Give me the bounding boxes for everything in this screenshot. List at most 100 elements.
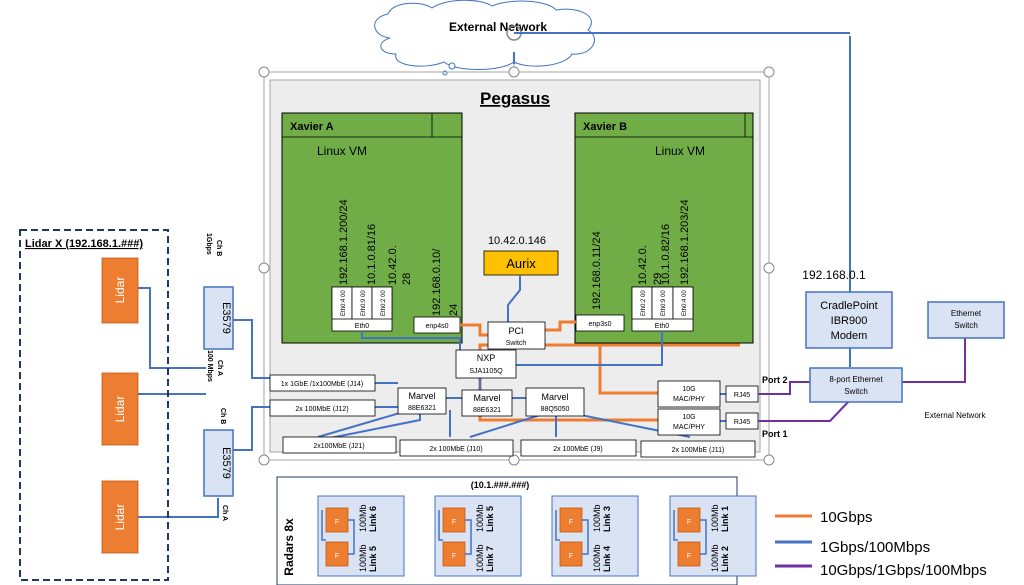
marvel-1-box	[397, 387, 447, 415]
radar-top-speed: 100Mb	[358, 504, 368, 532]
radar-link	[700, 519, 707, 555]
xavier-b-nic: enp3s0	[589, 321, 612, 328]
converter-1	[203, 286, 234, 350]
xavier-a-eth-port-1: Eth0:4 00	[341, 290, 347, 316]
radar-top-speed: 100Mb	[710, 504, 720, 532]
xavier-a-ip-3b: 28	[401, 273, 413, 285]
ethernet-switch-box	[927, 301, 1005, 339]
port-j21: 2x100MbE (J21)	[313, 443, 364, 450]
links-1gbps-100mbps	[138, 32, 851, 518]
xavier-a-ip-3a: 10.42.0.	[387, 245, 399, 285]
aurix-box	[483, 250, 559, 276]
radar-link	[321, 510, 326, 541]
lidar-ch-a-1: Ch A	[216, 360, 223, 376]
marvel-3-sublabel: 88Q5050	[541, 406, 570, 413]
radar-chip-letter: F	[687, 553, 691, 560]
rj45-1: RJ45	[734, 392, 750, 399]
xavier-b-eth0: Eth0	[655, 323, 670, 330]
external-network-cloud: External Network	[374, 0, 595, 76]
legend: 10Gbps 1Gbps/100Mbps 10Gbps/1Gbps/100Mbp…	[775, 509, 987, 579]
pci-sublabel: Switch	[506, 340, 527, 347]
lidar-3	[101, 480, 139, 554]
radars-title: Radars 8x	[282, 518, 296, 576]
xavier-b-ip-1: 192.168.0.11/24	[591, 231, 603, 310]
radar-bottom-speed: 100Mb	[358, 544, 368, 572]
lidar-gbps: 1Gbps	[205, 233, 212, 255]
marvel-2-label: Marvel	[473, 393, 500, 403]
xavier-b-eth-port-3: Eth0:4 00	[682, 290, 688, 316]
modem-box	[805, 291, 893, 349]
converter-2-label: E3579	[220, 447, 232, 479]
radar-bottom-speed: 100Mb	[475, 544, 485, 572]
eight-port-switch-line1: 8-port Ethernet	[829, 375, 883, 384]
xavier-b-ip-3: 10.1.0.82/16	[660, 224, 672, 285]
xavier-a-eth-port-3: Eth0:2 00	[381, 290, 387, 316]
radar-chip-letter: F	[569, 519, 573, 526]
lidar-2-label: Lidar	[113, 396, 127, 423]
legend-mixed: 10Gbps/1Gbps/100Mbps	[820, 562, 987, 579]
radar-link	[582, 519, 589, 555]
port-1-label: Port 1	[762, 429, 788, 439]
marvel-3-label: Marvel	[541, 392, 568, 402]
pci-switch-box	[487, 321, 546, 350]
port-j21-box	[282, 436, 397, 454]
lidar-mbps: 100 Mbps	[206, 350, 213, 382]
lidar-3-label: Lidar	[113, 504, 127, 531]
rj45-2: RJ45	[734, 419, 750, 426]
radar-bottom-link: Link 7	[485, 546, 495, 572]
links-mixed	[758, 338, 966, 422]
xavier-a-eth-group: Eth0:4 00 Eth0:9 00 Eth0:2 00 Eth0	[331, 286, 393, 332]
mac-phy-1: 10G	[682, 386, 695, 393]
radar-top-speed: 100Mb	[475, 504, 485, 532]
port-j14-box	[269, 374, 376, 392]
radar-bottom-link: Link 5	[368, 546, 378, 572]
converter-1-label: E3579	[220, 302, 232, 334]
modem-line3: Modem	[831, 330, 868, 342]
port-j11-box	[640, 440, 756, 458]
converter-2	[203, 429, 234, 497]
radar-chip-letter: F	[569, 553, 573, 560]
lidar-group-title: Lidar X (192.168.1.###)	[25, 238, 143, 250]
lidar-group-frame	[19, 229, 169, 581]
port-j11: 2x 100MbE (J11)	[672, 447, 725, 454]
xavier-a-ip-4a: 192.168.0.10/	[431, 248, 443, 316]
xavier-b-ip-2a: 10.42.0.	[637, 245, 649, 285]
marvel-1-label: Marvel	[408, 391, 435, 401]
svg-text:MAC/PHY: MAC/PHY	[673, 424, 705, 431]
xavier-b-ip-2b: 29	[652, 273, 664, 285]
radar-chip-letter: F	[335, 553, 339, 560]
port-j12: 2x 100MbE (J12)	[295, 406, 348, 413]
radars-subnet: (10.1.###.###)	[471, 480, 530, 490]
lidar-ch-b-2: Ch B	[219, 408, 226, 424]
radar-chip-letter: F	[452, 553, 456, 560]
xavier-b-eth-group: Eth0:2 00 Eth0:9 00 Eth0:4 00 Eth0	[631, 286, 694, 332]
ethernet-switch-line1: Ethernet	[951, 309, 982, 318]
resize-handles[interactable]	[258, 66, 775, 466]
port-j14: 1x 1GbE /1x100MbE (J14)	[281, 381, 364, 388]
xavier-a-vm: Linux VM	[317, 144, 367, 158]
port-2-label: Port 2	[762, 375, 788, 385]
external-network-label: External Network	[925, 411, 987, 420]
radar-top-link: Link 1	[720, 506, 730, 532]
nxp-sublabel: SJA1105Q	[469, 368, 503, 375]
pci-label: PCI	[508, 326, 523, 336]
radar-link	[465, 519, 472, 555]
xavier-a-eth0: Eth0	[355, 323, 370, 330]
radar-link	[555, 510, 560, 541]
xavier-b-eth-port-1: Eth0:2 00	[641, 290, 647, 316]
xavier-a-ip-2: 10.1.0.81/16	[366, 224, 378, 285]
xavier-a-title: Xavier A	[290, 121, 334, 133]
lidar-1-label: Lidar	[113, 277, 127, 304]
pegasus-title: Pegasus	[480, 89, 550, 108]
legend-1gbps: 1Gbps/100Mbps	[820, 539, 930, 556]
radar-top-link: Link 5	[485, 506, 495, 532]
radar-bottom-speed: 100Mb	[592, 544, 602, 572]
xavier-b-title: Xavier B	[583, 121, 627, 133]
cloud-label: External Network	[449, 20, 547, 34]
xavier-a-eth-port-2: Eth0:9 00	[361, 290, 367, 316]
port-j10: 2x 100MbE (J10)	[429, 446, 482, 453]
radar-link	[348, 519, 355, 555]
port-j9-box	[520, 439, 637, 457]
